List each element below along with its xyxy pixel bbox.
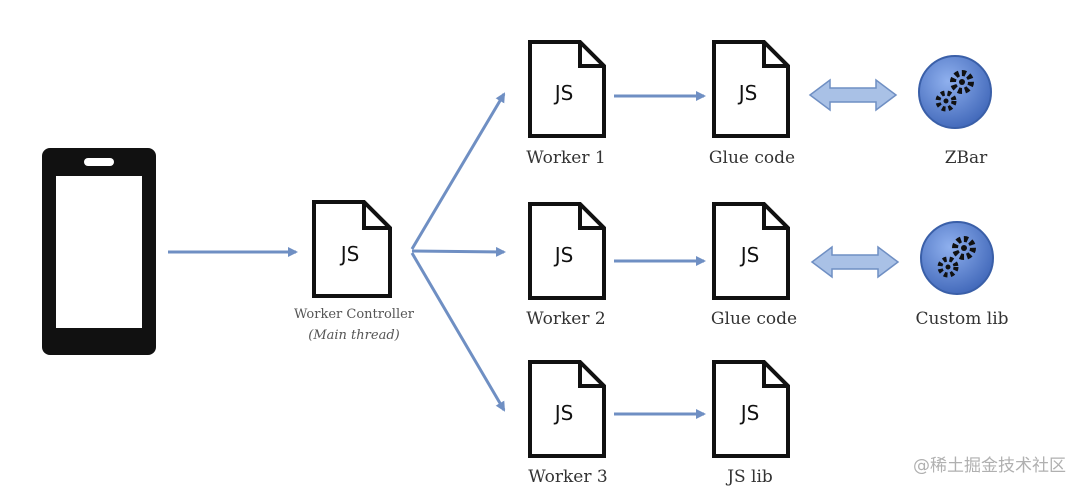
worker-3-js-text: JS (553, 401, 574, 425)
controller-title: Worker Controller (294, 307, 415, 322)
jslib-js-file-icon: JS (712, 360, 790, 458)
custom-lib-label: Custom lib (915, 309, 1008, 329)
controller-to-worker-1-arrow (410, 92, 506, 250)
custom-lib-gears-icon (920, 221, 994, 295)
worker-1-js-file-icon: JS (528, 40, 606, 138)
glue-2-lib-double-arrow (810, 245, 900, 279)
jslib-js-text: JS (739, 401, 760, 425)
worker-2-label: Worker 2 (526, 309, 605, 329)
glue-2-label: Glue code (711, 309, 797, 329)
glue-2-js-file-icon: JS (712, 202, 790, 300)
worker-1-label: Worker 1 (526, 148, 605, 168)
worker-3-js-file-icon: JS (528, 360, 606, 458)
watermark-text: @稀土掘金技术社区 (913, 456, 1066, 476)
controller-to-worker-3-arrow (410, 252, 506, 412)
jslib-label: JS lib (725, 467, 773, 487)
worker-2-js-file-icon: JS (528, 202, 606, 300)
zbar-gears-icon (918, 55, 992, 129)
glue-2-js-text: JS (739, 243, 760, 267)
zbar-label: ZBar (945, 148, 988, 168)
worker-3-label: Worker 3 (528, 467, 607, 487)
glue-1-js-file-icon: JS (712, 40, 790, 138)
controller-to-worker-2-arrow (411, 246, 506, 257)
glue-1-js-text: JS (737, 81, 758, 105)
phone-icon (42, 148, 156, 355)
controller-js-text: JS (339, 242, 360, 266)
glue-1-lib-double-arrow (808, 78, 898, 112)
controller-subtitle: (Main thread) (308, 328, 399, 343)
worker-1-js-text: JS (553, 81, 574, 105)
controller-js-file-icon: JS (312, 200, 392, 298)
glue-1-label: Glue code (709, 148, 795, 168)
worker-2-js-text: JS (553, 243, 574, 267)
